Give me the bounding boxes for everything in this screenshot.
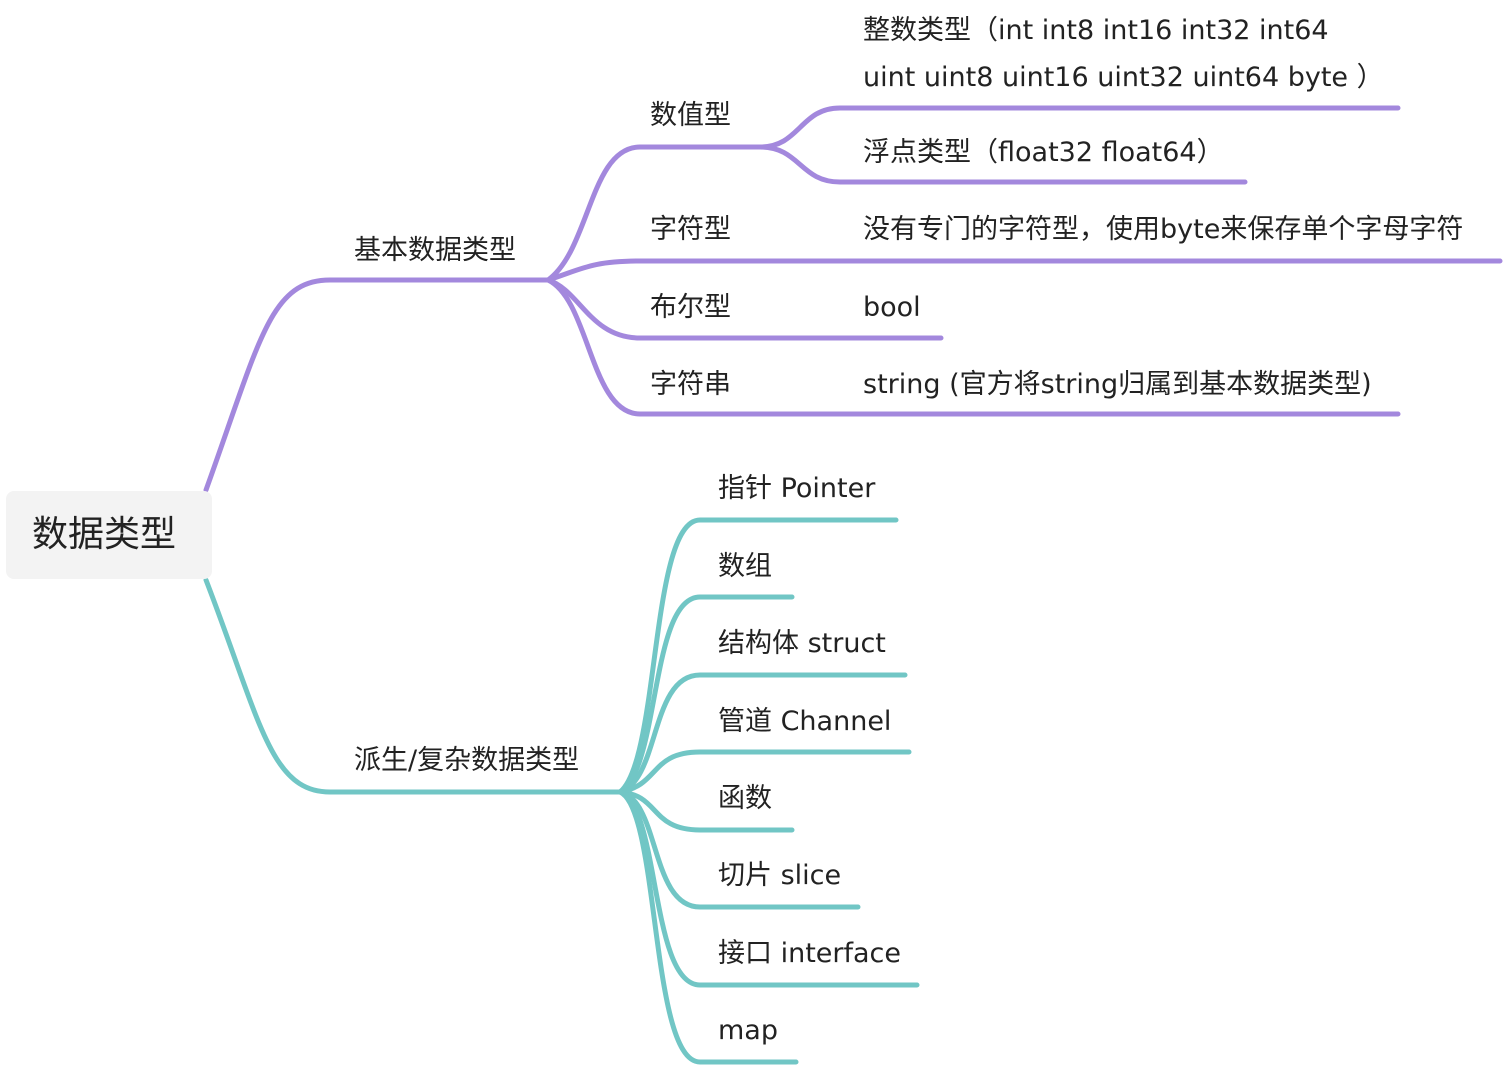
string-label[interactable]: 字符串 — [650, 369, 731, 400]
bool-label[interactable]: 布尔型 — [650, 292, 731, 323]
integer-types-line2[interactable]: uint uint8 uint16 uint32 uint64 byte ） — [863, 62, 1384, 93]
char-label[interactable]: 字符型 — [650, 214, 731, 245]
derived-item-function[interactable]: 函数 — [718, 783, 772, 814]
link-derived-array — [617, 594, 795, 795]
link-derived-pointer — [617, 517, 899, 795]
link-derived-slice — [617, 789, 861, 910]
char-desc[interactable]: 没有专门的字符型，使用byte来保存单个字母字符 — [863, 214, 1464, 245]
derived-types-label[interactable]: 派生/复杂数据类型 — [354, 745, 580, 776]
link-derived-struct — [617, 672, 908, 795]
derived-item-array[interactable]: 数组 — [718, 551, 772, 582]
link-root-derived — [203, 577, 623, 795]
link-derived-map — [617, 789, 799, 1065]
root-node[interactable] — [6, 491, 212, 579]
derived-item-map[interactable]: map — [718, 1015, 778, 1046]
derived-item-interface[interactable]: 接口 interface — [718, 938, 902, 969]
link-numeric-float — [757, 144, 1248, 185]
link-derived-function — [617, 789, 795, 833]
derived-item-channel[interactable]: 管道 Channel — [718, 706, 892, 737]
derived-item-pointer[interactable]: 指针 Pointer — [718, 473, 876, 504]
basic-types-label[interactable]: 基本数据类型 — [354, 235, 516, 266]
link-basic-string — [545, 277, 1401, 417]
link-basic-numeric — [545, 144, 763, 283]
basic-branch-links — [203, 105, 1503, 493]
link-root-basic — [203, 277, 551, 493]
float-types-label[interactable]: 浮点类型（float32 float64） — [863, 137, 1224, 168]
integer-types-line1[interactable]: 整数类型（int int8 int16 int32 int64 — [863, 15, 1329, 46]
link-derived-channel — [617, 749, 912, 795]
derived-branch-links — [203, 517, 920, 1065]
derived-item-slice[interactable]: 切片 slice — [718, 860, 842, 891]
derived-item-struct[interactable]: 结构体 struct — [718, 628, 886, 659]
bool-desc[interactable]: bool — [863, 292, 921, 323]
link-basic-char — [545, 258, 1503, 283]
link-numeric-integer — [757, 105, 1401, 150]
numeric-label[interactable]: 数值型 — [650, 100, 731, 131]
string-desc[interactable]: string (官方将string归属到基本数据类型) — [863, 369, 1372, 400]
root-label: 数据类型 — [32, 514, 177, 555]
